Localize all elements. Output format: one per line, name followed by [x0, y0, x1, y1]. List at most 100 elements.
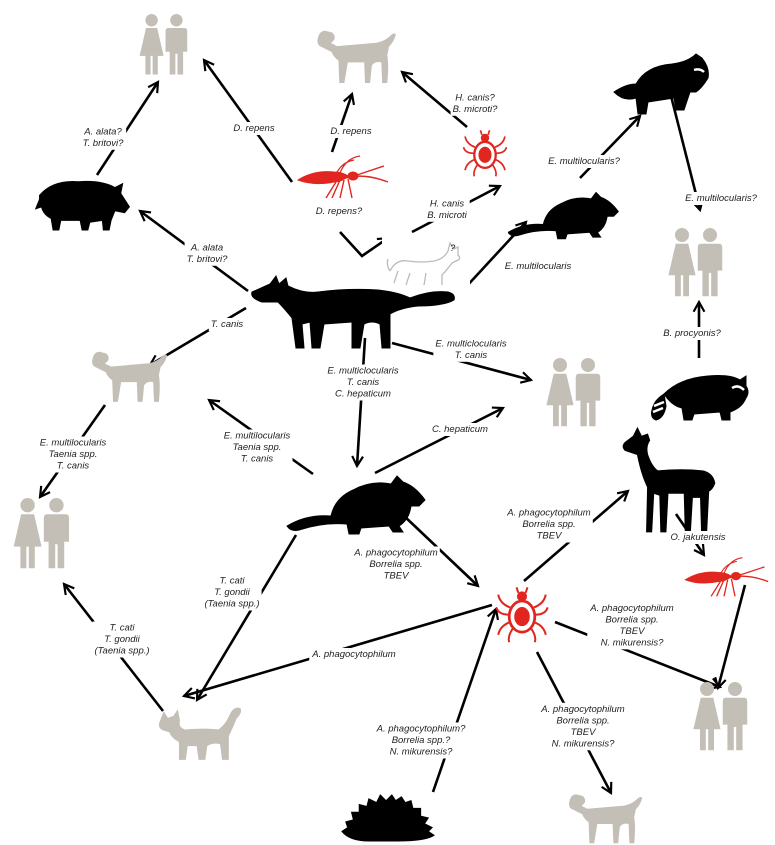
edge-label-line: E. multiclocularis: [327, 366, 399, 377]
cat-icon: [159, 708, 240, 759]
edge-label-line: T. cati: [110, 623, 136, 634]
edge-label-line: Borrelia spp.: [522, 519, 575, 530]
edge-rodent-center-to-cat: [197, 535, 296, 700]
humans-icon-shape: [140, 15, 187, 74]
edge-label-line: Borrelia spp.?: [392, 735, 451, 746]
edge-fox-to-rodent-center: [357, 338, 365, 466]
humans-icon-shape: [14, 499, 68, 568]
humans-icon: [669, 229, 722, 296]
edge-label-line: T. canis: [347, 377, 380, 388]
wild-boar-icon: [36, 181, 130, 230]
edge-label-line: TBEV: [384, 571, 410, 582]
edge-label-line: E. multilocularis: [224, 431, 291, 442]
dog-icon-shape: [569, 795, 641, 843]
edge-fox-to-mosquito-top: [340, 232, 388, 256]
humans-icon: [694, 683, 747, 750]
edge-label-line: A. phagocytophilum?: [376, 724, 466, 735]
raccoon-dog-icon-shape: [614, 54, 708, 114]
jackal-sketch-icon: ?: [382, 233, 470, 291]
edge-label-line: Borrelia spp.: [605, 614, 658, 625]
humans-icon-shape: [547, 359, 600, 426]
edge-label-line: E. multiclocularis: [435, 338, 507, 349]
edge-label-line: O. jakutensis: [671, 532, 726, 543]
edge-label: C. hepaticum: [432, 424, 488, 435]
edge-label-line: TBEV: [620, 626, 646, 637]
edge-label-line: D. repens: [330, 126, 371, 137]
edge-label: E. multilocularis?: [685, 193, 758, 204]
edge-rodent-top-to-raccoon-dog: [580, 116, 640, 178]
humans-icon: [547, 359, 600, 426]
edge-hedgehog-to-tick-center: [433, 609, 496, 792]
edge-mosquito-top-to-humans-top-left: [204, 60, 292, 182]
edge-label-line: E. multilocularis?: [685, 193, 758, 204]
edge-label-line: A. phagocytophilum: [540, 704, 625, 715]
edge-label-line: A. alata: [190, 242, 223, 253]
dog-icon: [93, 352, 167, 401]
humans-icon-shape: [669, 229, 722, 296]
edge-label-line: T. britovi?: [83, 138, 125, 149]
dog-icon: [569, 795, 641, 843]
edge-label: D. repens: [330, 126, 371, 137]
edge-label: T. canis: [211, 319, 244, 330]
edge-label: O. jakutensis: [671, 532, 726, 543]
edge-label: H. canis?B. microti?: [453, 92, 499, 115]
edge-label-line: B. microti?: [453, 104, 499, 115]
deer-icon: [623, 428, 715, 532]
tick-icon: [496, 587, 547, 642]
deer-icon-shape: [623, 428, 715, 532]
edge-label-line: T. canis: [211, 319, 244, 330]
mosquito-icon: [298, 156, 388, 198]
edge-label-line: A. phagocytophilum: [311, 649, 396, 660]
hedgehog-icon: [342, 795, 434, 841]
humans-icon: [14, 499, 68, 568]
edge-label-line: Borrelia spp.: [369, 559, 422, 570]
edge-label-line: (Taenia spp.): [204, 599, 259, 610]
jackal-question-mark: ?: [450, 243, 456, 254]
edge-mosquito-top-to-dog-top: [332, 94, 352, 152]
edge-label-line: A. phagocytophilum: [589, 603, 674, 614]
edge-label: D. repens: [233, 123, 274, 134]
dog-icon-shape: [93, 352, 167, 401]
edges-layer: [40, 60, 745, 793]
cat-icon-shape: [159, 708, 240, 759]
dog-icon-shape: [318, 31, 396, 82]
edge-label-line: T. britovi?: [187, 254, 229, 265]
dog-icon: [318, 31, 396, 82]
edge-label-line: (Taenia spp.): [94, 646, 149, 657]
edge-label-line: C. hepaticum: [335, 389, 391, 400]
edge-label-line: A. phagocytophilum: [506, 508, 591, 519]
edge-label-line: D. repens?: [316, 206, 363, 217]
edge-label-line: TBEV: [537, 531, 563, 542]
edge-label-line: T. canis: [57, 461, 90, 472]
raccoon-icon-shape: [652, 376, 749, 421]
tick-icon-shape: [464, 130, 507, 176]
edge-label-line: T. gondii: [104, 634, 140, 645]
edge-label: B. procyonis?: [663, 328, 721, 339]
edge-label-line: H. canis: [430, 198, 465, 209]
tick-icon: [464, 130, 507, 176]
nodes-layer: ?: [14, 15, 768, 843]
raccoon-dog-icon: [614, 54, 708, 114]
tick-icon-shape: [496, 587, 547, 642]
edge-mosquito-right-to-humans-bottom-right: [718, 585, 745, 688]
mosquito-icon-shape: [685, 558, 768, 597]
edge-label-line: C. hepaticum: [432, 424, 488, 435]
rodent-icon: [287, 476, 425, 534]
edge-label-line: T. canis: [241, 454, 274, 465]
edge-label-line: TBEV: [571, 727, 597, 738]
edge-label-line: A. phagocytophilum: [353, 548, 438, 559]
edge-label-line: T. cati: [220, 576, 246, 587]
humans-icon: [140, 15, 187, 74]
edge-label-line: Taenia spp.: [233, 442, 282, 453]
edge-label-line: T. canis: [455, 350, 488, 361]
rodent-icon-shape: [508, 192, 618, 238]
edge-label-line: T. gondii: [214, 587, 250, 598]
edge-label-line: N. mikurensis?: [552, 738, 616, 749]
edge-label-line: N. mikurensis?: [601, 637, 665, 648]
edge-label-line: D. repens: [233, 123, 274, 134]
labels-layer: A. alata? T. britovi? D. repens D. repensD.…: [38, 91, 760, 758]
